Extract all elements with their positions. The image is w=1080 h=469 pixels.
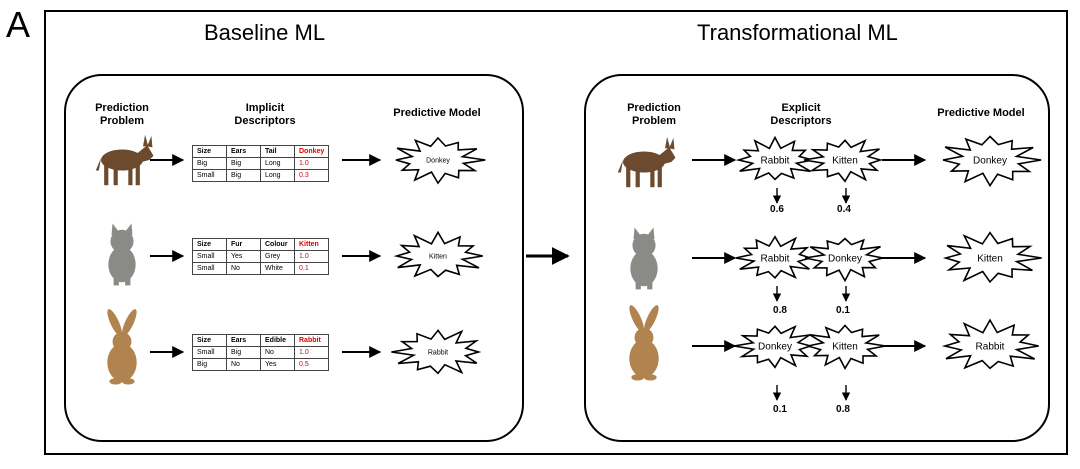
descriptor-rabbit-label: Rabbit bbox=[761, 254, 790, 265]
right-model-kitten-label: Kitten bbox=[977, 254, 1003, 265]
descriptor-value: 0.8 bbox=[836, 404, 850, 415]
right-model-kitten-starburst bbox=[942, 231, 1042, 284]
descriptor-kitten-label: Kitten bbox=[832, 156, 858, 167]
transformational-box bbox=[584, 74, 1050, 442]
descriptor-kitten-starburst bbox=[803, 139, 884, 183]
descriptor-value: 0.1 bbox=[773, 404, 787, 415]
right-header-predictive-model: Predictive Model bbox=[937, 107, 1025, 119]
left-header-prediction-problem: Prediction Problem bbox=[95, 102, 149, 127]
descriptor-value: 0.6 bbox=[770, 204, 784, 215]
left-model-donkey-starburst bbox=[395, 136, 486, 185]
rabbit-image bbox=[104, 307, 140, 385]
descriptor-kitten-label: Kitten bbox=[832, 342, 858, 353]
left-model-donkey-label: Donkey bbox=[426, 157, 450, 164]
left-header-descriptors: Implicit Descriptors bbox=[234, 102, 296, 127]
left-model-rabbit-starburst bbox=[391, 329, 482, 375]
left-model-kitten-starburst bbox=[393, 230, 483, 278]
descriptor-value: 0.8 bbox=[773, 305, 787, 316]
right-title: Transformational ML bbox=[697, 20, 898, 45]
left-model-rabbit-label: Rabbit bbox=[428, 349, 448, 356]
descriptor-rabbit-starburst bbox=[735, 235, 814, 279]
descriptor-donkey-starburst bbox=[804, 237, 884, 283]
kitten-image bbox=[630, 227, 658, 290]
right-model-rabbit-starburst bbox=[941, 318, 1039, 370]
descriptor-value: 0.4 bbox=[837, 204, 851, 215]
left-title: Baseline ML bbox=[204, 20, 326, 45]
rabbit-image bbox=[626, 303, 662, 381]
left-header-predictive-model: Predictive Model bbox=[393, 107, 481, 119]
descriptor-rabbit-starburst bbox=[735, 135, 813, 181]
right-model-rabbit-label: Rabbit bbox=[976, 342, 1005, 353]
descriptor-donkey-label: Donkey bbox=[758, 342, 792, 353]
panel-label: A bbox=[6, 4, 31, 45]
right-model-donkey-label: Donkey bbox=[973, 156, 1007, 167]
descriptor-rabbit-label: Rabbit bbox=[761, 156, 790, 167]
donkey-image bbox=[617, 136, 676, 188]
right-model-donkey-starburst bbox=[942, 135, 1042, 188]
donkey-image bbox=[95, 134, 154, 186]
descriptor-kitten-starburst bbox=[807, 324, 886, 371]
descriptor-donkey-label: Donkey bbox=[828, 254, 862, 265]
kitten-image bbox=[108, 223, 136, 286]
figure-frame bbox=[44, 10, 1068, 455]
descriptor-value: 0.1 bbox=[836, 305, 850, 316]
right-header-prediction-problem: Prediction Problem bbox=[627, 102, 681, 127]
left-model-kitten-label: Kitten bbox=[429, 253, 447, 260]
baseline-box bbox=[64, 74, 524, 442]
right-header-descriptors: Explicit Descriptors bbox=[770, 102, 832, 127]
